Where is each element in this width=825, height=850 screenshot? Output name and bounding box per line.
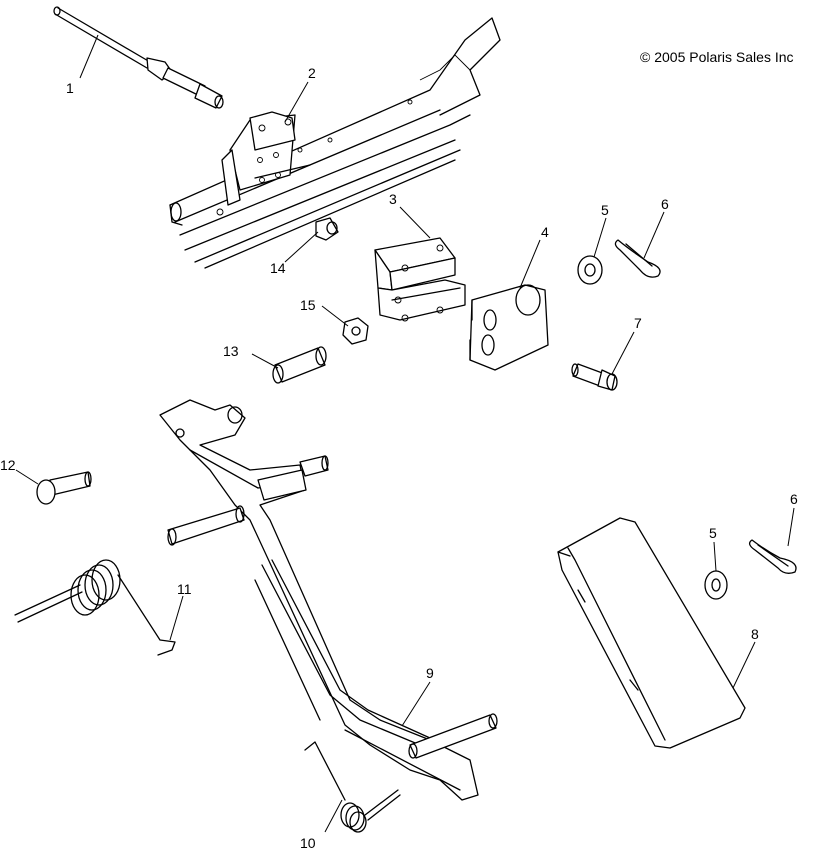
callout-1: 1 <box>66 80 74 96</box>
callout-12: 12 <box>0 457 16 473</box>
part-10-return-spring <box>304 741 401 833</box>
callout-4: 4 <box>541 224 549 240</box>
callout-5-upper: 5 <box>601 202 609 218</box>
part-9-pedal-lever <box>159 399 498 801</box>
part-13-sleeve <box>272 346 327 384</box>
callout-3: 3 <box>389 191 397 207</box>
callout-15: 15 <box>300 297 316 313</box>
part-2-rail-assembly <box>169 17 501 269</box>
callout-8: 8 <box>751 626 759 642</box>
part-3-block <box>374 237 466 322</box>
callout-labels: 1 2 3 4 5 6 7 8 9 10 11 12 13 14 15 5 6 <box>0 65 798 850</box>
callout-6-lower: 6 <box>790 491 798 507</box>
part-5-washer-upper <box>577 255 603 285</box>
callout-14: 14 <box>270 260 286 276</box>
part-12-bolt <box>36 471 92 505</box>
callout-10: 10 <box>300 835 316 850</box>
part-15-nut <box>342 317 369 345</box>
callout-13: 13 <box>223 343 239 359</box>
part-14-bushing <box>315 217 339 241</box>
part-6-clip-upper <box>614 239 661 278</box>
part-1-rod <box>53 6 224 109</box>
part-7-bolt <box>571 363 618 391</box>
callout-6-upper: 6 <box>661 196 669 212</box>
part-5-washer-lower <box>704 570 728 600</box>
leader-lines <box>15 34 795 833</box>
part-11-spring <box>14 559 176 656</box>
callout-11: 11 <box>177 581 192 597</box>
callout-2: 2 <box>308 65 316 81</box>
callout-5-lower: 5 <box>709 525 717 541</box>
part-8-pedal-pad <box>557 517 746 749</box>
part-4-pivot-block <box>469 284 549 371</box>
part-6-clip-lower <box>748 539 797 574</box>
callout-7: 7 <box>634 315 642 331</box>
callout-9: 9 <box>426 665 434 681</box>
copyright-text: © 2005 Polaris Sales Inc <box>640 49 794 65</box>
